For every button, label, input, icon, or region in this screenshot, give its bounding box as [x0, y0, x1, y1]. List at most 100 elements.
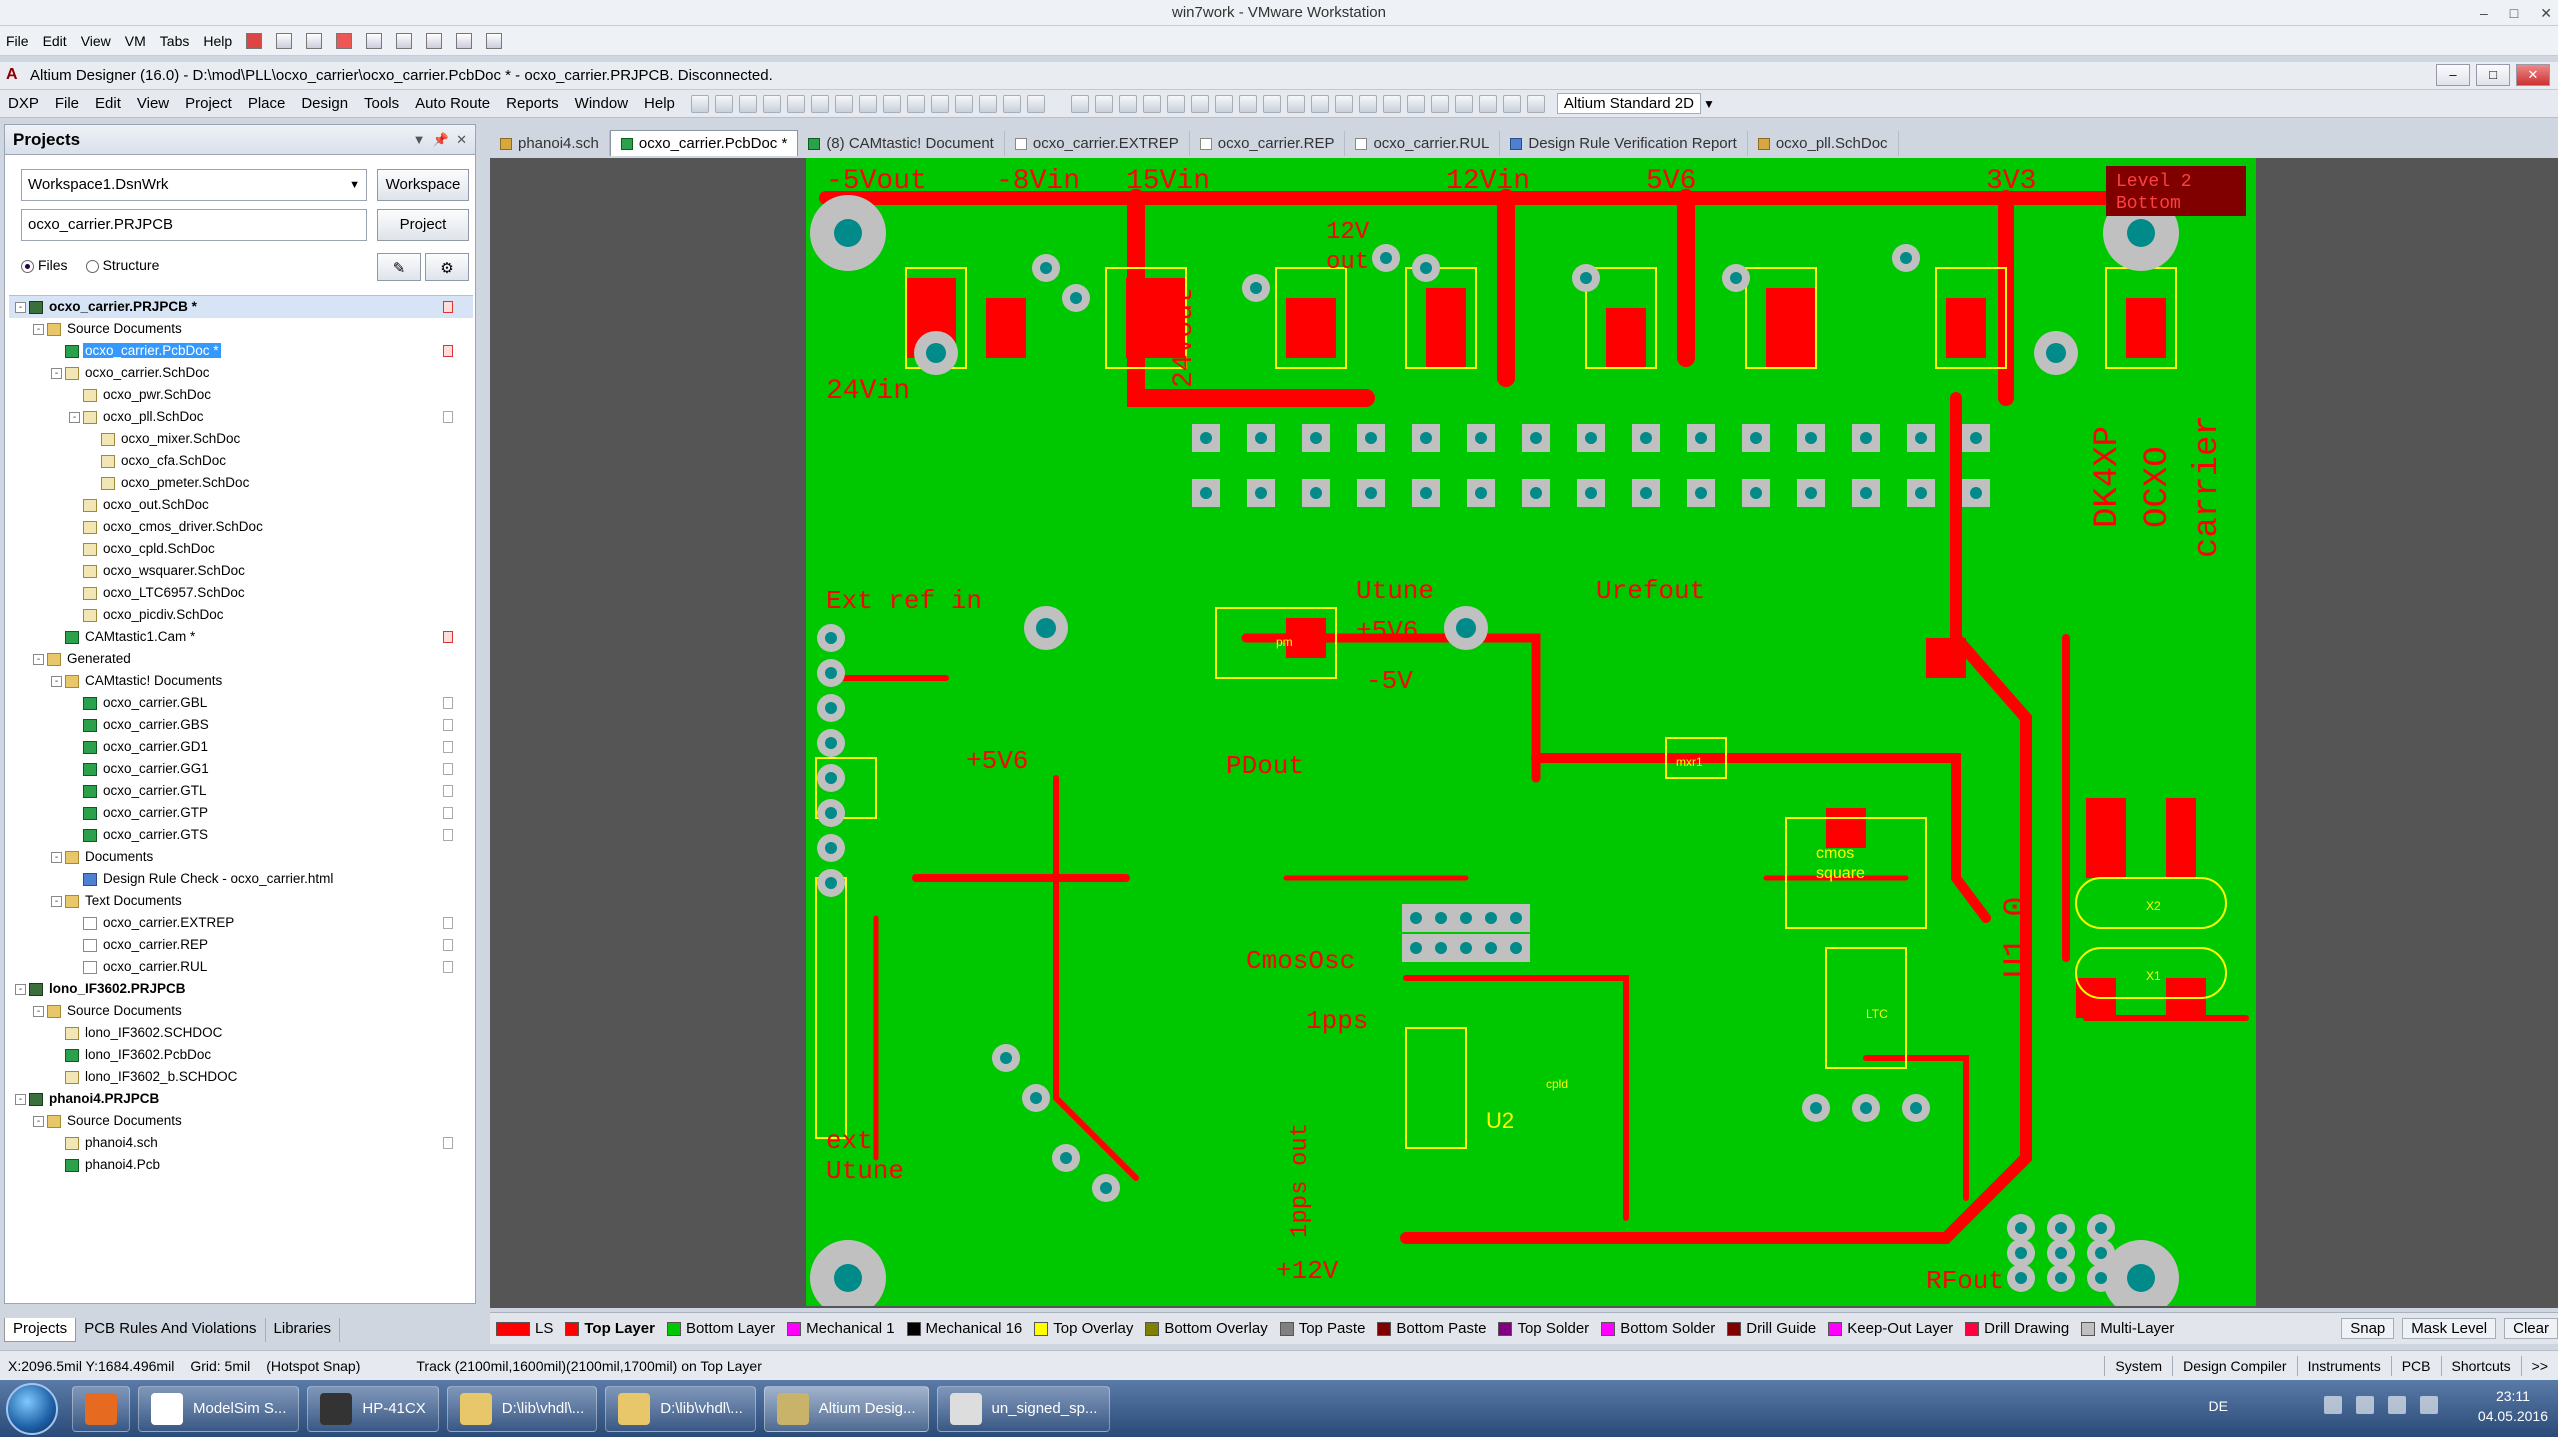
- expand-toggle-icon[interactable]: -: [51, 851, 62, 863]
- place-arc-icon[interactable]: [810, 94, 829, 113]
- vm-menu-vm[interactable]: VM: [124, 32, 146, 49]
- place-pad-icon[interactable]: [762, 94, 781, 113]
- tab-phanoi4-sch[interactable]: phanoi4.sch: [490, 131, 610, 156]
- tree-item[interactable]: ocxo_pmeter.SchDoc: [9, 472, 473, 494]
- align-icon[interactable]: [930, 94, 949, 113]
- redo-icon[interactable]: [1478, 94, 1497, 113]
- tab-ocxo-carrier-pcbdoc[interactable]: ocxo_carrier.PcbDoc *: [609, 130, 799, 156]
- tree-item[interactable]: ocxo_picdiv.SchDoc: [9, 604, 473, 626]
- structure-radio[interactable]: Structure: [85, 257, 159, 273]
- browse-icon[interactable]: [1526, 94, 1545, 113]
- menu-help[interactable]: Help: [644, 95, 675, 112]
- expand-toggle-icon[interactable]: -: [15, 301, 26, 313]
- vm-menu-view[interactable]: View: [80, 32, 111, 49]
- place-via-icon[interactable]: [786, 94, 805, 113]
- menu-file[interactable]: File: [54, 95, 80, 112]
- tree-item[interactable]: -Source Documents: [9, 1110, 473, 1132]
- place-string-icon[interactable]: [882, 94, 901, 113]
- tree-item[interactable]: phanoi4.Pcb: [9, 1154, 473, 1176]
- tree-item[interactable]: -CAMtastic! Documents: [9, 670, 473, 692]
- design-compiler-button[interactable]: Design Compiler: [2172, 1355, 2296, 1376]
- vm-menu-tabs[interactable]: Tabs: [159, 32, 190, 49]
- minimize-icon[interactable]: –: [2480, 5, 2488, 21]
- move-icon[interactable]: [1382, 94, 1401, 113]
- project-field[interactable]: ocxo_carrier.PRJPCB: [21, 209, 367, 241]
- layer-tab[interactable]: Bottom Paste: [1377, 1320, 1486, 1337]
- project-button[interactable]: Project: [377, 209, 469, 241]
- tree-item[interactable]: -ocxo_carrier.SchDoc: [9, 362, 473, 384]
- tree-item[interactable]: ocxo_mixer.SchDoc: [9, 428, 473, 450]
- tree-item[interactable]: -Generated: [9, 648, 473, 670]
- clear-filter-icon[interactable]: [1430, 94, 1449, 113]
- play-icon[interactable]: [306, 32, 323, 49]
- print-icon[interactable]: [1142, 94, 1161, 113]
- layer-tab[interactable]: Mechanical 1: [787, 1320, 895, 1337]
- zoom-selected-icon[interactable]: [1238, 94, 1257, 113]
- tree-item[interactable]: -ocxo_pll.SchDoc: [9, 406, 473, 428]
- tab-projects[interactable]: Projects: [4, 1318, 77, 1342]
- tree-item[interactable]: -Text Documents: [9, 890, 473, 912]
- place-polygon-icon[interactable]: [858, 94, 877, 113]
- tree-item[interactable]: ocxo_out.SchDoc: [9, 494, 473, 516]
- chevron-down-icon[interactable]: ▼: [1702, 96, 1715, 111]
- deselect-icon[interactable]: [1406, 94, 1425, 113]
- tree-item[interactable]: ocxo_carrier.PcbDoc *: [9, 340, 473, 362]
- tree-item[interactable]: ocxo_carrier.GTS: [9, 824, 473, 846]
- tab-drc-report[interactable]: Design Rule Verification Report: [1500, 131, 1748, 156]
- menu-edit[interactable]: Edit: [95, 95, 121, 112]
- menu-project[interactable]: Project: [185, 95, 232, 112]
- expand-toggle-icon[interactable]: -: [15, 1093, 26, 1105]
- expand-toggle-icon[interactable]: -: [51, 367, 62, 379]
- menu-reports[interactable]: Reports: [506, 95, 559, 112]
- tree-item[interactable]: ocxo_cmos_driver.SchDoc: [9, 516, 473, 538]
- power-icon[interactable]: [246, 32, 263, 49]
- tree-item[interactable]: ocxo_carrier.RUL: [9, 956, 473, 978]
- clear-button[interactable]: Clear: [2504, 1318, 2558, 1339]
- tab-extrep[interactable]: ocxo_carrier.EXTREP: [1005, 131, 1190, 156]
- layer-tab[interactable]: Top Layer: [565, 1320, 655, 1337]
- route-diff-pair-icon[interactable]: [714, 94, 733, 113]
- tab-rul[interactable]: ocxo_carrier.RUL: [1345, 131, 1501, 156]
- tab-ocxo-pll-schdoc[interactable]: ocxo_pll.SchDoc: [1748, 131, 1899, 156]
- expand-toggle-icon[interactable]: -: [33, 1115, 44, 1127]
- files-radio[interactable]: Files: [21, 257, 68, 273]
- select-icon[interactable]: [954, 94, 973, 113]
- copy-icon[interactable]: [1286, 94, 1305, 113]
- revert-icon[interactable]: [336, 32, 353, 49]
- tab-rep[interactable]: ocxo_carrier.REP: [1190, 131, 1346, 156]
- tree-item[interactable]: CAMtastic1.Cam *: [9, 626, 473, 648]
- menu-design[interactable]: Design: [301, 95, 349, 112]
- tree-item[interactable]: ocxo_wsquarer.SchDoc: [9, 560, 473, 582]
- vm-menu-edit[interactable]: Edit: [42, 32, 67, 49]
- place-fill-icon[interactable]: [834, 94, 853, 113]
- snapshot-manager-icon[interactable]: [396, 32, 413, 49]
- paste-icon[interactable]: [1310, 94, 1329, 113]
- tree-item[interactable]: -Source Documents: [9, 1000, 473, 1022]
- pin-icon[interactable]: 📌: [432, 132, 449, 147]
- flag-icon[interactable]: [2388, 1396, 2406, 1414]
- cut-icon[interactable]: [1262, 94, 1281, 113]
- close-icon[interactable]: ✕: [2540, 4, 2552, 21]
- tree-item[interactable]: -ocxo_carrier.PRJPCB *: [9, 296, 473, 318]
- menu-place[interactable]: Place: [247, 95, 286, 112]
- place-component-icon[interactable]: [906, 94, 925, 113]
- tree-item[interactable]: ocxo_carrier.GD1: [9, 736, 473, 758]
- pcb-board[interactable]: -5Vout -8Vin 15Vin 12Vin 5V6 3V3 24Vin 1…: [806, 158, 2256, 1306]
- tree-item[interactable]: Design Rule Check - ocxo_carrier.html: [9, 868, 473, 890]
- vm-menu-file[interactable]: File: [6, 32, 29, 49]
- input-language[interactable]: DE: [2208, 1398, 2228, 1414]
- expand-toggle-icon[interactable]: -: [33, 1005, 44, 1017]
- save-icon[interactable]: [1118, 94, 1137, 113]
- tree-item[interactable]: ocxo_carrier.GBL: [9, 692, 473, 714]
- pcb-editor-canvas[interactable]: -5Vout -8Vin 15Vin 12Vin 5V6 3V3 24Vin 1…: [490, 158, 2558, 1308]
- layer-tab[interactable]: Keep-Out Layer: [1828, 1320, 1953, 1337]
- 3d-view-icon[interactable]: [1166, 94, 1185, 113]
- tab-libraries[interactable]: Libraries: [266, 1318, 341, 1342]
- tree-item[interactable]: ocxo_LTC6957.SchDoc: [9, 582, 473, 604]
- tree-item[interactable]: ocxo_carrier.REP: [9, 934, 473, 956]
- zoom-fit-icon[interactable]: [1190, 94, 1209, 113]
- grid-icon[interactable]: [1026, 94, 1045, 113]
- tree-item[interactable]: ocxo_cfa.SchDoc: [9, 450, 473, 472]
- taskbar-item[interactable]: D:\lib\vhdl\...: [446, 1385, 598, 1432]
- layer-tab[interactable]: Top Overlay: [1034, 1320, 1133, 1337]
